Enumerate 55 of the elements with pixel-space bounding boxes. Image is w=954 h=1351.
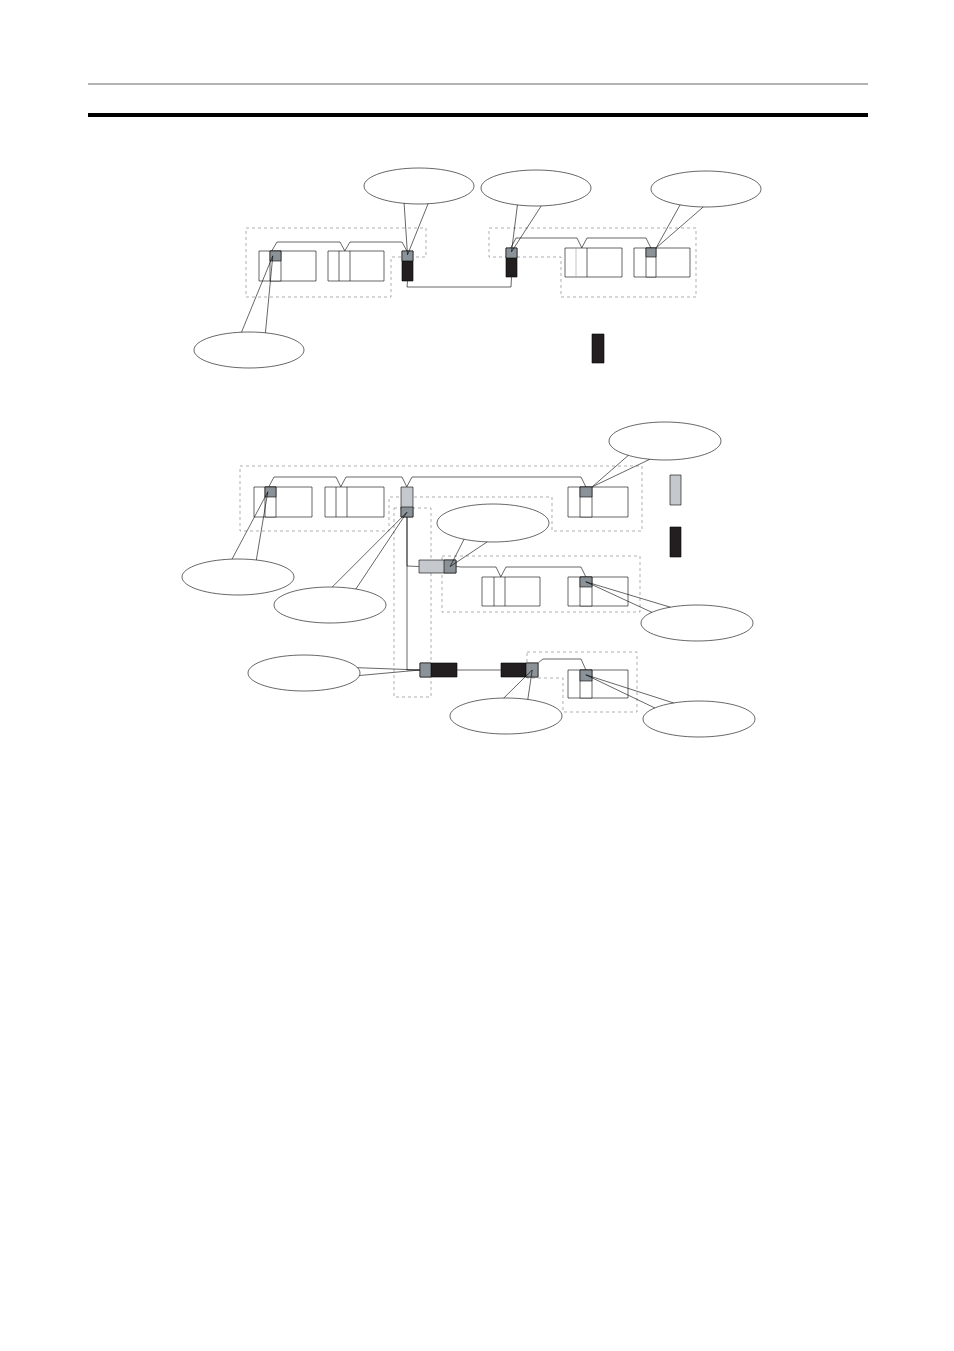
connector-plug	[500, 662, 539, 678]
connector-plug	[419, 662, 458, 678]
leader-line	[331, 511, 408, 590]
unit-box	[327, 250, 385, 282]
callout-bubble	[650, 170, 762, 208]
connector-plug	[418, 559, 457, 574]
leader-line	[655, 204, 704, 249]
bus-line	[510, 237, 583, 249]
leader-line	[241, 255, 274, 334]
cable	[456, 669, 502, 671]
bus-line	[268, 476, 342, 488]
bus-line	[340, 476, 408, 488]
leader-line	[503, 669, 533, 700]
callout-bubble	[608, 421, 722, 461]
bus-line	[537, 658, 587, 671]
leader-line	[357, 667, 421, 676]
unit-box	[564, 247, 623, 278]
leader-line	[449, 538, 488, 567]
callout-bubble	[480, 169, 592, 207]
leader-line	[231, 491, 269, 561]
connector-plug	[400, 486, 414, 518]
leader-line	[591, 455, 651, 488]
bus-line	[344, 241, 408, 252]
port-square	[645, 247, 657, 278]
connector-plug	[669, 474, 682, 506]
callout-bubble	[181, 558, 295, 596]
connector-plug	[505, 247, 518, 278]
port-square	[269, 250, 282, 282]
leader-line	[585, 581, 671, 613]
bus-line	[455, 566, 502, 578]
cable	[406, 276, 512, 288]
leader-line	[585, 674, 674, 709]
bus-line	[581, 237, 652, 249]
connector-plug	[591, 333, 605, 364]
callout-bubble	[449, 697, 563, 735]
leader-line	[403, 203, 429, 256]
bus-line	[500, 566, 587, 578]
unit-box	[324, 486, 385, 518]
unit-box	[481, 576, 541, 607]
callout-bubble	[193, 331, 305, 369]
callout-bubble	[273, 586, 387, 624]
leader-line	[511, 204, 542, 253]
connector-plug	[401, 250, 414, 282]
port-square	[579, 486, 593, 518]
connector-plug	[669, 526, 682, 558]
port-square	[264, 486, 277, 518]
callout-bubble	[436, 503, 550, 543]
port-square	[579, 669, 593, 699]
callout-bubble	[640, 604, 754, 642]
bus-line	[406, 476, 587, 488]
callout-bubble	[363, 167, 475, 205]
callout-bubble	[247, 654, 361, 692]
port-square	[579, 576, 593, 607]
bus-line	[271, 241, 346, 252]
callout-bubble	[642, 700, 756, 738]
